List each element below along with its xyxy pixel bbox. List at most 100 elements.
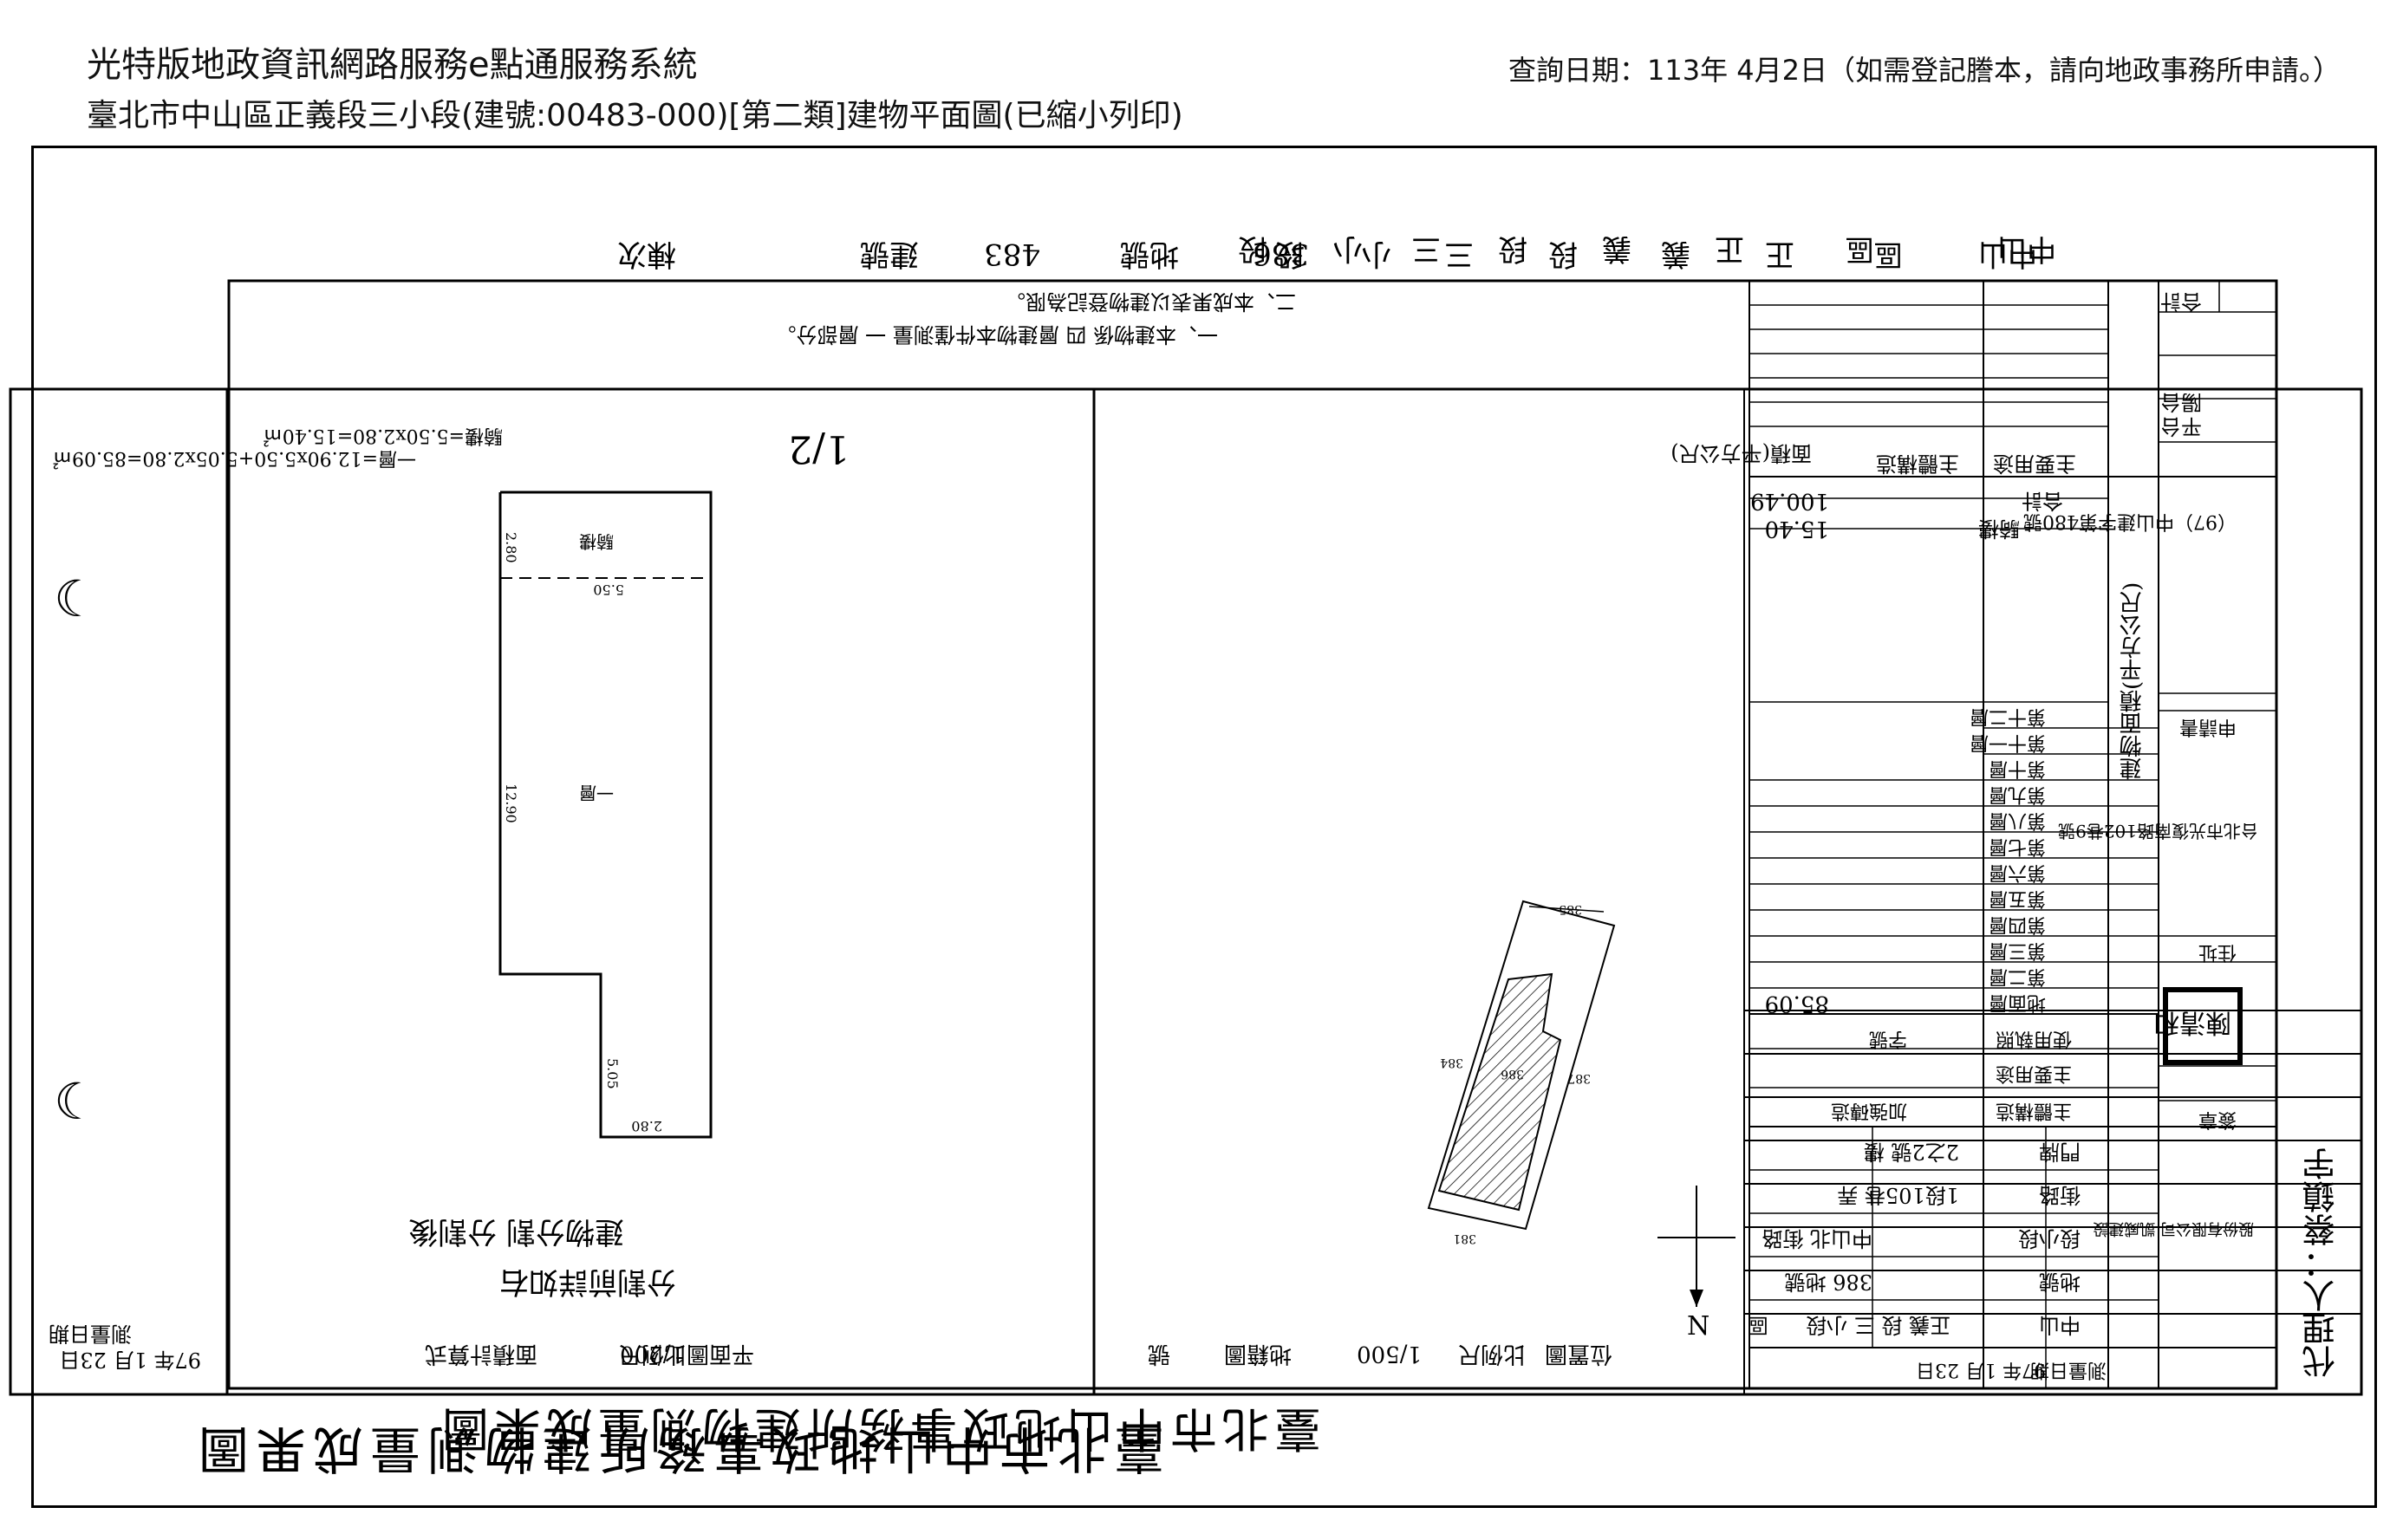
partition-text-after: 建物分割 分割後 — [408, 1214, 624, 1249]
office-title: 臺北市中山地政事務所建物測量成果圖 — [192, 1420, 1164, 1478]
svg-text:段: 段 — [1238, 231, 1267, 266]
svg-text:台北市光復南路102巷9號: 台北市光復南路102巷9號 — [2058, 821, 2258, 841]
svg-text:地面層: 地面層 — [1989, 991, 2046, 1013]
binding-hole-mark-top: ☾ — [54, 569, 99, 628]
svg-text:（97）中山建字第480號: （97）中山建字第480號 — [2023, 510, 2237, 532]
seal-stamp — [2163, 987, 2243, 1065]
svg-text:面積計算式: 面積計算式 — [425, 1341, 537, 1367]
query-date: 查詢日期：113年 4月2日（如需登記謄本，請向地政事務所申請。） — [1508, 54, 2341, 87]
svg-text:386: 386 — [1501, 1067, 1524, 1081]
svg-text:385: 385 — [1559, 902, 1582, 916]
svg-text:483: 483 — [984, 237, 1040, 271]
svg-text:段: 段 — [1548, 237, 1578, 271]
svg-text:第三層: 第三層 — [1989, 939, 2046, 961]
right-tables — [1749, 281, 2276, 1388]
ground-floor-area: 85.09 — [1765, 991, 1829, 1017]
svg-text:小: 小 — [1362, 237, 1391, 271]
area-formula-floor: 一層=12.90x5.50+5.05x2.80=85.09㎡ — [53, 447, 416, 470]
survey-date: 97年 1月 23日 — [1916, 1359, 2046, 1381]
svg-text:地號: 地號 — [2039, 1270, 2081, 1294]
svg-text:主要用途: 主要用途 — [1993, 452, 2076, 476]
svg-text:第二層: 第二層 — [1989, 965, 2046, 987]
svg-text:第四層: 第四層 — [1989, 913, 2046, 935]
svg-text:386: 386 — [1253, 237, 1309, 271]
site-lot-hatched — [1437, 972, 1562, 1212]
svg-text:號: 號 — [1148, 1341, 1170, 1367]
svg-text:加強磚造: 加強磚造 — [1831, 1100, 1907, 1121]
top-line: 中山 區 正 義 段 三 小 段 — [1238, 231, 2056, 266]
office-title: 臺北市中山地政事務所建物測量成果圖 — [437, 1401, 1321, 1456]
svg-text:區: 區 — [1873, 237, 1903, 271]
svg-text:5.05: 5.05 — [604, 1058, 621, 1089]
svg-text:主體構造: 主體構造 — [1876, 452, 1959, 476]
left-table — [1743, 388, 2361, 1394]
svg-text:陽台: 陽台 — [2160, 390, 2202, 414]
svg-text:簽章: 簽章 — [2198, 1108, 2237, 1130]
svg-text:騎樓: 騎樓 — [1978, 517, 2020, 541]
svg-text:股份有限公司 凱威建設: 股份有限公司 凱威建設 — [2093, 1219, 2254, 1238]
svg-text:平面圖比例尺: 平面圖比例尺 — [619, 1341, 754, 1367]
svg-text:2.80: 2.80 — [631, 1118, 662, 1134]
svg-text:381: 381 — [1453, 1231, 1476, 1245]
svg-text:386 地號: 386 地號 — [1785, 1270, 1872, 1294]
svg-text:三: 三 — [1444, 237, 1474, 271]
svg-text:第十一層: 第十一層 — [1970, 731, 2046, 753]
note-2: 二、本成果表以建物登記為限。 — [1005, 289, 1296, 314]
agent-label: 代理人：蔡鎮宇 — [2302, 1147, 2341, 1378]
svg-text:第七層: 第七層 — [1989, 835, 2046, 857]
svg-text:主要用途: 主要用途 — [1996, 1062, 2072, 1084]
svg-text:測量日期: 測量日期 — [49, 1322, 132, 1346]
drawing-frame — [227, 279, 2278, 1390]
svg-text:義: 義 — [1602, 231, 1631, 266]
svg-text:正: 正 — [1765, 237, 1794, 271]
svg-text:第八層: 第八層 — [1989, 809, 2046, 831]
floor-label: 一層 — [579, 783, 614, 803]
svg-text:合計: 合計 — [2022, 489, 2063, 513]
svg-text:住址: 住址 — [2198, 941, 2237, 963]
svg-text:比例尺: 比例尺 — [1458, 1341, 1526, 1367]
svg-text:主體構造: 主體構造 — [1996, 1100, 2072, 1121]
site-lot-outline — [1427, 900, 1616, 1231]
svg-text:建號: 建號 — [860, 237, 919, 271]
svg-text:陳清和: 陳清和 — [2153, 1007, 2231, 1037]
svg-text:2之2號 樓: 2之2號 樓 — [1864, 1140, 1959, 1164]
table-header-total: 合計 — [2160, 289, 2202, 314]
svg-text:正: 正 — [1715, 231, 1744, 266]
svg-text:387: 387 — [1567, 1071, 1591, 1085]
total-area-value: 100.49 — [1750, 488, 1829, 514]
svg-text:三: 三 — [1411, 231, 1441, 266]
top-line-district: 中山 — [1978, 237, 2037, 271]
document-sheet — [31, 146, 2377, 1508]
svg-text:12.90: 12.90 — [503, 783, 519, 823]
arcade-label: 騎樓 — [579, 531, 614, 552]
svg-text:申請書: 申請書 — [2179, 716, 2237, 738]
svg-text:棟次: 棟次 — [617, 237, 676, 271]
svg-text:區: 區 — [1748, 1313, 1768, 1337]
binding-hole-mark-bottom: ☾ — [54, 1072, 99, 1131]
svg-text:字號: 字號 — [1869, 1028, 1907, 1049]
svg-text:1段105巷 弄: 1段105巷 弄 — [1837, 1183, 1959, 1207]
svg-text:測量日期: 測量日期 — [2030, 1359, 2107, 1381]
svg-text:地號: 地號 — [1120, 237, 1179, 271]
ratio-mark: 1/2 — [788, 426, 850, 471]
svg-text:第九層: 第九層 — [1989, 783, 2046, 805]
survey-date: 97年 1月 23日 — [59, 1348, 201, 1372]
svg-text:2.80: 2.80 — [503, 532, 519, 563]
partition-text-before: 分割前詳如右 — [499, 1264, 676, 1299]
svg-text:地籍圖: 地籍圖 — [1224, 1341, 1292, 1367]
svg-text:5.50: 5.50 — [593, 582, 624, 598]
svg-text:384: 384 — [1440, 1056, 1463, 1069]
svg-text:中山北 街路: 中山北 街路 — [1762, 1226, 1872, 1251]
svg-text:門牌: 門牌 — [2039, 1140, 2081, 1164]
svg-text:小: 小 — [1333, 231, 1363, 266]
svg-text:面積(平方公尺): 面積(平方公尺) — [1670, 441, 1812, 465]
svg-text:位置圖: 位置圖 — [1545, 1341, 1612, 1367]
floor-plan-outline — [498, 491, 713, 1139]
plan-scale: 1/200 — [620, 1341, 685, 1367]
svg-text:第六層: 第六層 — [1989, 861, 2046, 883]
svg-text:段: 段 — [1498, 231, 1527, 266]
svg-text:第五層: 第五層 — [1989, 887, 2046, 909]
note-1: 一、本建物係 四 層建物本件僅測量 一 層部分。 — [775, 322, 1218, 347]
map-scale: 1/500 — [1357, 1341, 1422, 1367]
